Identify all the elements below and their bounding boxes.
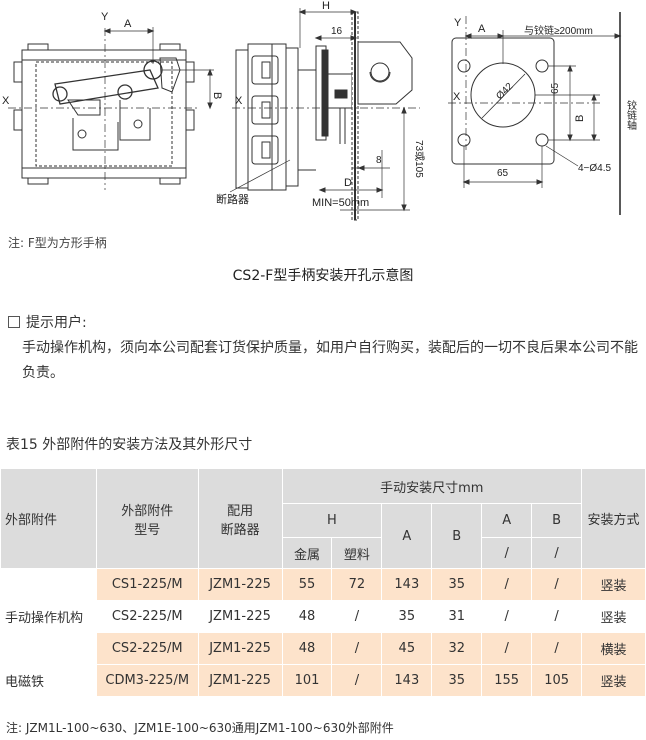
cell-model: CDM3-225/M <box>95 664 199 697</box>
cell-breaker: JZM1-225 <box>197 632 283 665</box>
cell-a1: 143 <box>381 568 433 601</box>
installation-drawing: Y A X B H 16 X 8 D 73或105 断路器 MIN=50mm Y… <box>2 0 637 221</box>
left-dim-a: A <box>124 18 132 30</box>
right-dim-a: A <box>478 23 486 35</box>
cell-a1: 35 <box>381 600 433 633</box>
header-manual-dims: 手动安装尺寸mm <box>281 468 583 504</box>
cell-metal: 101 <box>281 664 333 697</box>
right-dim-65-h: 65 <box>497 168 509 179</box>
cell-metal: 48 <box>281 632 333 665</box>
mid-breaker-label: 断路器 <box>216 192 249 206</box>
cell-a2: 155 <box>481 664 533 697</box>
mid-min-label: MIN=50mm <box>312 197 369 209</box>
cell-model: CS2-225/M <box>95 632 199 665</box>
header-plastic: 塑料 <box>331 537 383 569</box>
header-a2: A <box>481 503 533 538</box>
left-y-label: Y <box>101 11 109 23</box>
accessory-table: 外部附件 外部附件 型号 配用 断路器 手动安装尺寸mm 安装方式 H A B … <box>0 468 646 697</box>
header-h: H <box>281 503 383 538</box>
right-dim-b: B <box>574 115 586 122</box>
cell-plastic: / <box>331 632 383 665</box>
cell-mount: 横装 <box>581 632 646 665</box>
cell-b1: 31 <box>431 600 483 633</box>
cell-a1: 45 <box>381 632 433 665</box>
mid-dim-16: 16 <box>331 26 343 37</box>
cell-plastic: / <box>331 600 383 633</box>
middle-view <box>229 8 420 221</box>
mid-x-label: X <box>235 95 243 107</box>
cell-metal: 55 <box>281 568 333 601</box>
footnote: 注: JZM1L-100~630、JZM1E-100~630通用JZM1-100… <box>6 721 394 735</box>
table-row: 手动操作机构 CS1-225/M JZM1-225 55 72 143 35 /… <box>0 568 646 665</box>
left-x-label: X <box>2 95 10 107</box>
header-breaker: 配用 断路器 <box>197 468 283 569</box>
left-dim-b: B <box>211 92 223 99</box>
mid-dim-8: 8 <box>376 155 382 166</box>
header-accessory: 外部附件 <box>0 468 97 569</box>
right-diameter: Ø42 <box>494 81 515 102</box>
header-b1: B <box>431 503 483 569</box>
right-hinge-axis: 铰链轴 <box>625 99 637 131</box>
cell-b1: 35 <box>431 664 483 697</box>
cell-model: CS1-225/M <box>95 568 199 601</box>
cell-b2: 105 <box>531 664 583 697</box>
header-mount: 安装方式 <box>581 468 646 569</box>
cell-mount: 竖装 <box>581 600 646 633</box>
cell-model: CS2-225/M <box>95 600 199 633</box>
right-view <box>448 12 622 215</box>
right-hinge-dim: 与铰链≥200mm <box>524 24 593 37</box>
cell-b2: / <box>531 568 583 601</box>
table-row: CS2-225/M JZM1-225 48 / 35 31 / / 竖装 <box>1 600 646 633</box>
tip-heading-text: 提示用户: <box>26 315 87 331</box>
cell-a1: 143 <box>381 664 433 697</box>
header-b2-slash: / <box>531 537 583 569</box>
cell-b1: 35 <box>431 568 483 601</box>
cell-breaker: JZM1-225 <box>197 568 283 601</box>
tip-heading: 提示用户: <box>8 312 87 332</box>
note-f-type: 注: F型为方形手柄 <box>8 236 107 250</box>
cell-b2: / <box>531 600 583 633</box>
checkbox-icon <box>8 316 20 328</box>
mid-dim-d: D <box>344 177 352 189</box>
table-row: CS2-225/M JZM1-225 48 / 45 32 / / 横装 <box>1 632 646 665</box>
header-metal: 金属 <box>281 537 333 569</box>
mid-dim-73-105: 73或105 <box>413 140 425 178</box>
cell-plastic: 72 <box>331 568 383 601</box>
cell-breaker: JZM1-225 <box>197 600 283 633</box>
header-b2: B <box>531 503 583 538</box>
cell-a2: / <box>481 600 533 633</box>
left-view <box>8 27 214 190</box>
tip-body: 手动操作机构，须向本公司配套订货保护质量，如用户自行购买，装配后的一切不良后果本… <box>22 340 638 381</box>
table-title: 表15 外部附件的安装方法及其外形尺寸 <box>6 437 253 453</box>
right-y-label: Y <box>454 17 462 29</box>
header-a2-slash: / <box>481 537 533 569</box>
cell-a2: / <box>481 632 533 665</box>
group-electromagnet: 电磁铁 <box>0 664 97 697</box>
right-holes-label: 4−Ø4.5 <box>578 163 612 174</box>
cell-b2: / <box>531 632 583 665</box>
right-x-label: X <box>453 91 461 103</box>
cell-b1: 32 <box>431 632 483 665</box>
right-dim-65-v: 65 <box>550 82 561 94</box>
group-manual-mechanism: 手动操作机构 <box>0 568 97 665</box>
cell-a2: / <box>481 568 533 601</box>
header-model: 外部附件 型号 <box>95 468 199 569</box>
cell-metal: 48 <box>281 600 333 633</box>
cell-mount: 竖装 <box>581 664 646 697</box>
figure-title: CS2-F型手柄安装开孔示意图 <box>232 268 414 284</box>
mid-dim-h: H <box>322 0 330 12</box>
cell-breaker: JZM1-225 <box>197 664 283 697</box>
cell-plastic: / <box>331 664 383 697</box>
cell-mount: 竖装 <box>581 568 646 601</box>
table-row: 电磁铁 CDM3-225/M JZM1-225 101 / 143 35 155… <box>0 664 646 697</box>
header-a1: A <box>381 503 433 569</box>
